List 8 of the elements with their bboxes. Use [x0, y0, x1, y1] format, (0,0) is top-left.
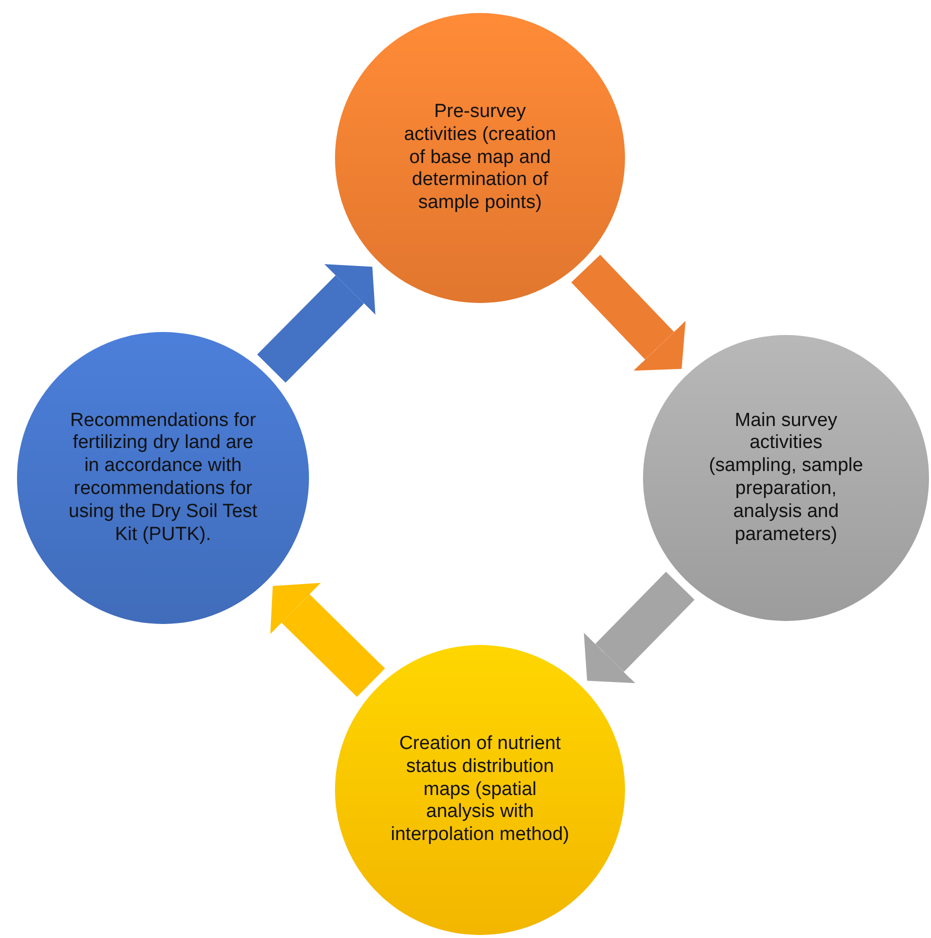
node-text: Pre-survey activities (creation of base map and determination of sample points)	[402, 101, 558, 215]
block-arrow	[257, 264, 376, 383]
node-text: Main survey activities (sampling, sample preparation, analysis and parameters)	[708, 410, 864, 546]
node-text: Recommendations for fertilizing dry land are in accordance with recommendations for using the Dry Soil Test Kit (PUTK).	[68, 410, 258, 546]
node-text: Creation of nutrient status distribution maps (spatial analysis with interpolation method)	[390, 733, 570, 847]
block-arrow	[584, 572, 695, 684]
block-arrow	[270, 582, 385, 697]
block-arrow	[571, 254, 686, 371]
